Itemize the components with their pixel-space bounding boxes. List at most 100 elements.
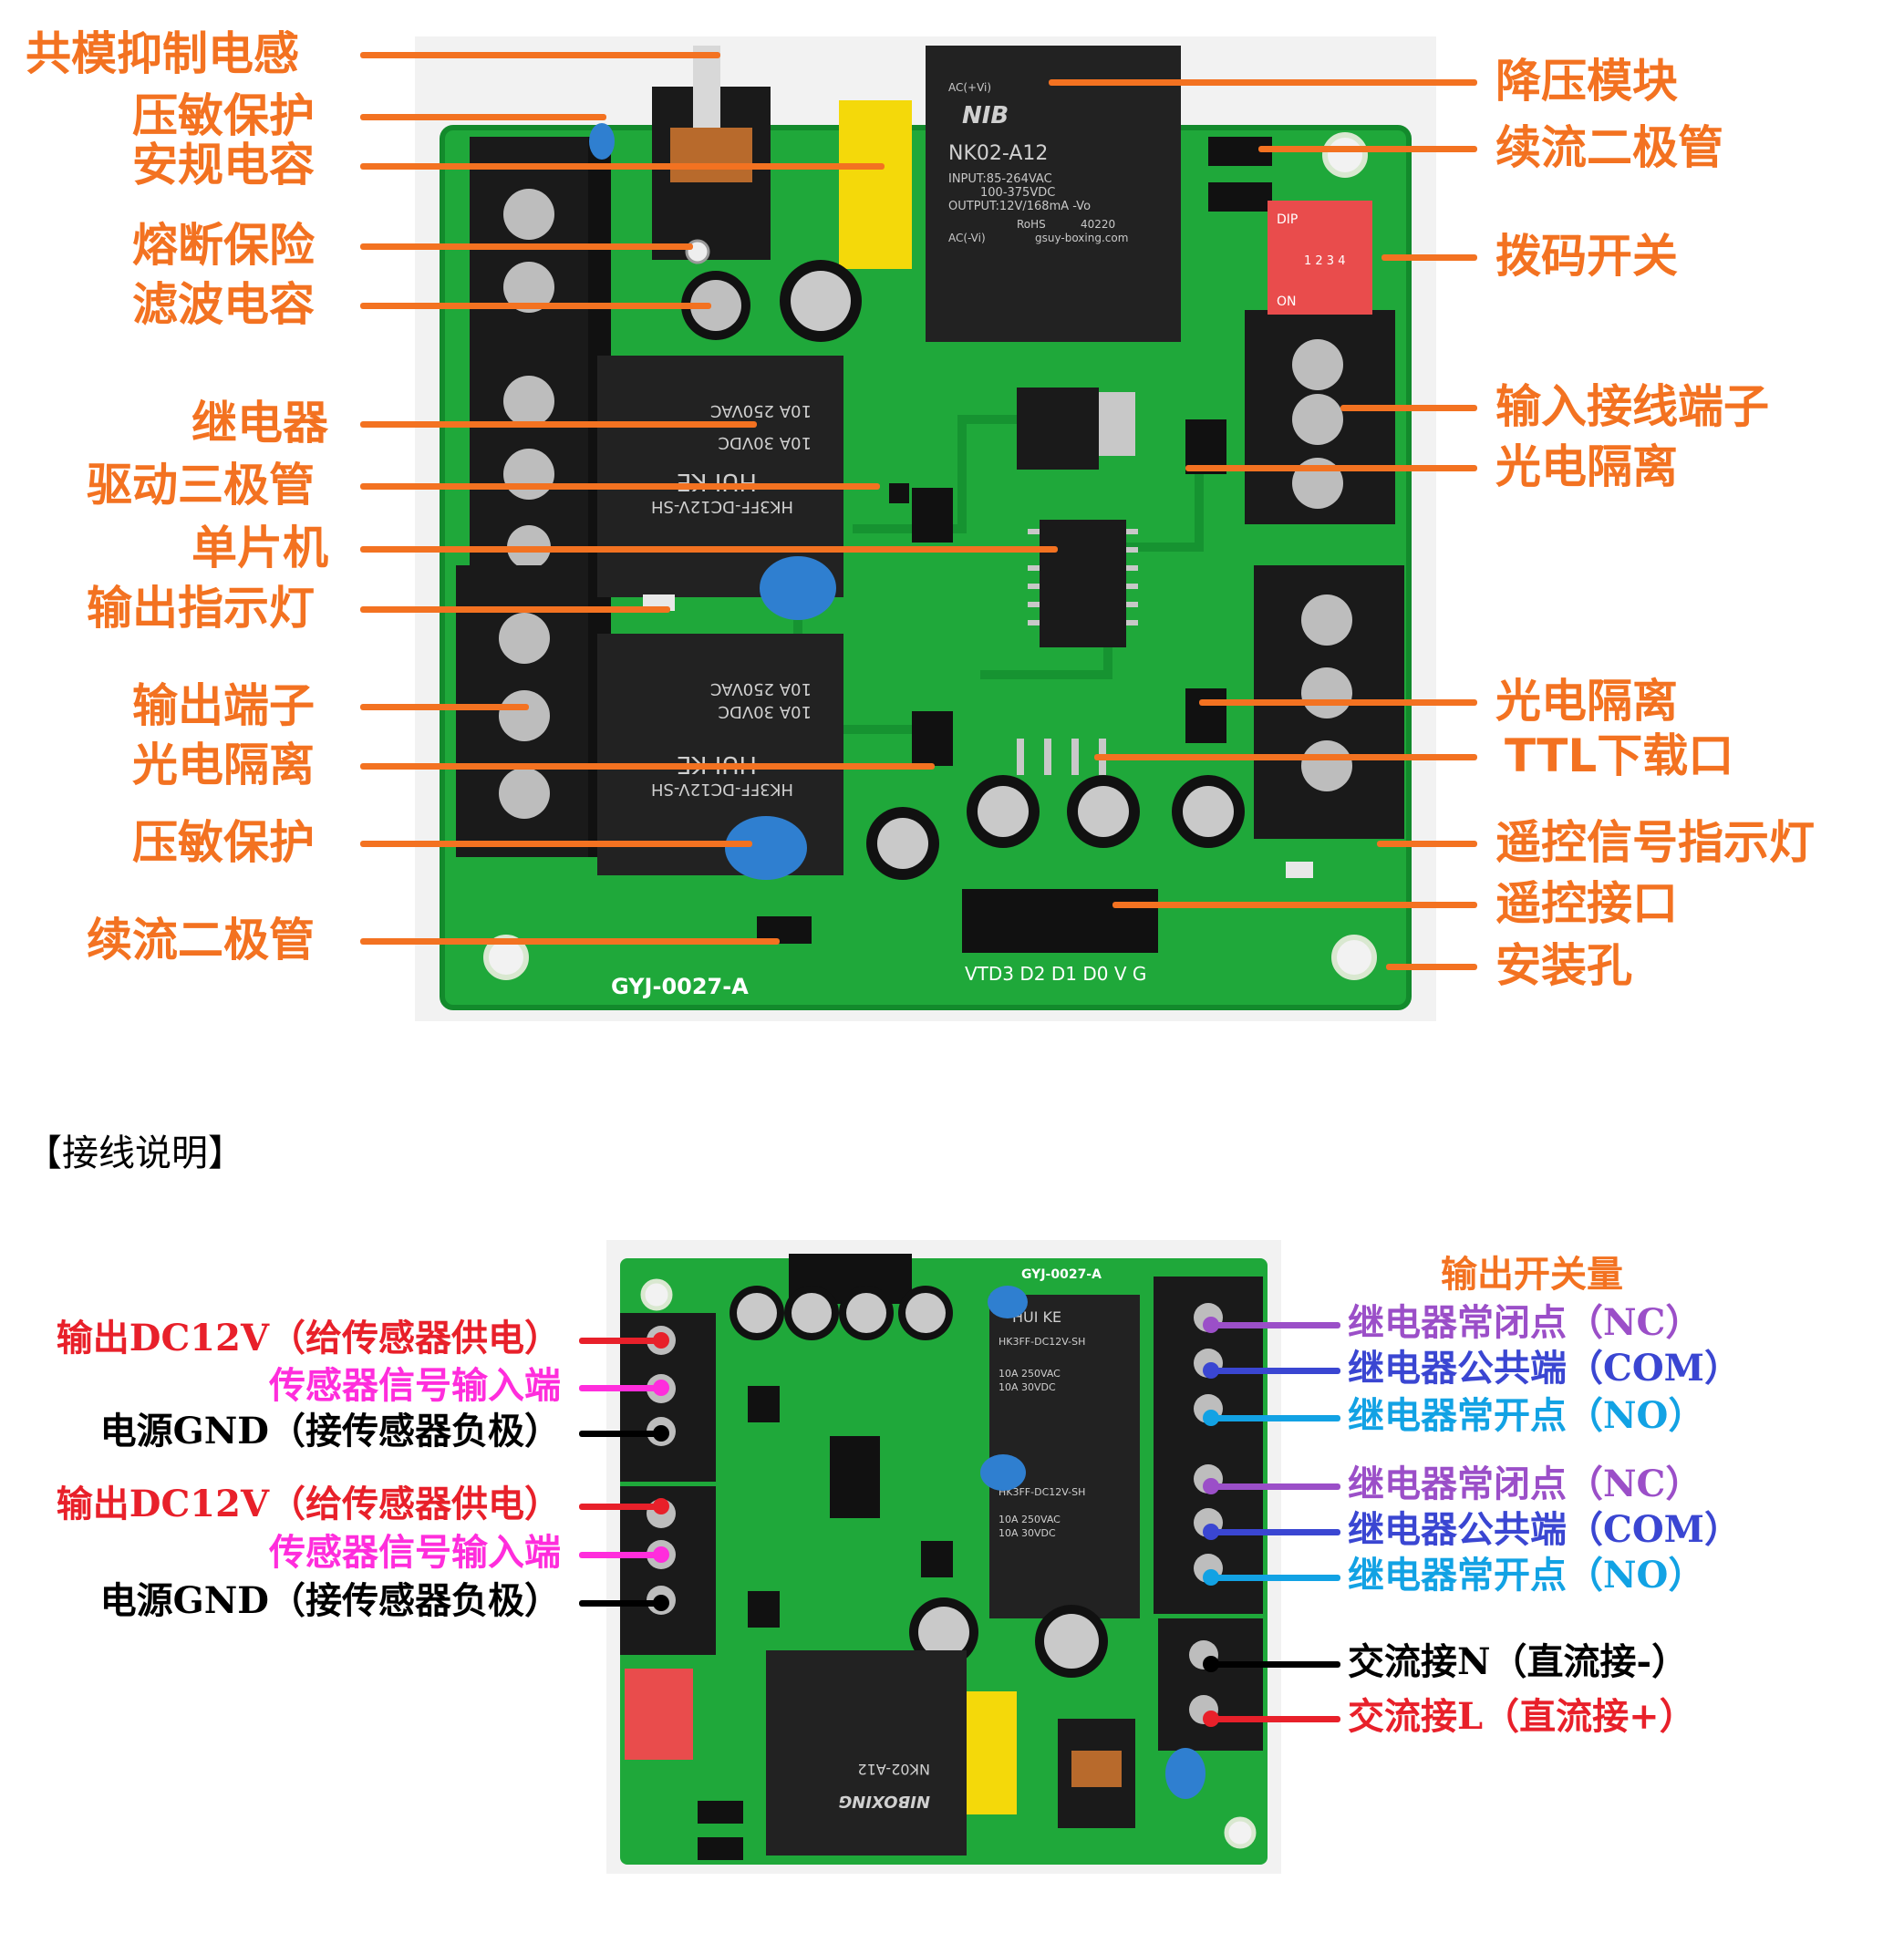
callout-line-right-4 [1185, 465, 1477, 471]
relay-2 [989, 1463, 1140, 1618]
callout-line-right-1 [1258, 146, 1477, 152]
callout-line-right-5 [1199, 699, 1477, 706]
varistor [1165, 1748, 1206, 1799]
varistor [980, 1454, 1026, 1491]
mount-hole [640, 1278, 673, 1311]
callout-label-right-5: 光电隔离 [1495, 675, 1678, 728]
callout-line-left-11 [360, 841, 752, 847]
mount-hole [483, 935, 529, 980]
callout-line-left-0 [360, 52, 720, 58]
callout-line-right-9 [1386, 964, 1477, 970]
callout-line-left-9 [360, 704, 529, 710]
relay-label-1: 继电器公共端（COM） [1348, 1347, 1741, 1390]
module-brand-2: NIBOXING [838, 1792, 930, 1811]
callout-label-right-0: 降压模块 [1495, 55, 1678, 108]
optocoupler [748, 1386, 780, 1422]
relay-label-3: 继电器常闭点（NC） [1348, 1463, 1702, 1505]
callout-label-left-9: 输出端子 [132, 679, 315, 732]
callout-line-left-8 [360, 606, 670, 613]
pcb-name-2: GYJ-0027-A [1021, 1267, 1102, 1282]
callout-line-left-5 [360, 421, 757, 428]
relay-label-7: 交流接L（直流接+） [1348, 1695, 1696, 1738]
flyback-diode [698, 1801, 743, 1824]
callout-label-left-5: 继电器 [191, 397, 328, 450]
pcb-name: GYJ-0027-A [611, 974, 749, 999]
callout-label-left-4: 滤波电容 [132, 278, 315, 331]
optocoupler [912, 711, 953, 766]
sensor-line-3 [579, 1504, 661, 1510]
dip-label: DIP [1277, 212, 1298, 227]
relay-label-4: 继电器公共端（COM） [1348, 1508, 1741, 1551]
mcu-chip [1040, 520, 1126, 647]
dip-nums: 1 2 3 4 [1304, 254, 1345, 268]
safety-capacitor [967, 1691, 1017, 1814]
remote-connector [962, 889, 1158, 953]
sensor-dot-2 [653, 1425, 669, 1442]
callout-line-left-12 [360, 938, 780, 945]
flyback-diode [698, 1837, 743, 1860]
dip-switch [1268, 201, 1372, 315]
wiring-section-title: 【接线说明】 [26, 1132, 244, 1174]
callout-label-left-6: 驱动三极管 [87, 459, 315, 512]
module-output: OUTPUT:12V/168mA -Vo [948, 200, 1091, 213]
sensor-dot-4 [653, 1546, 669, 1563]
callout-label-right-4: 光电隔离 [1495, 440, 1678, 493]
dip-switch [625, 1669, 693, 1760]
relay-line-1 [1211, 1368, 1340, 1374]
relay-line-6 [1211, 1661, 1340, 1668]
callout-line-left-6 [360, 483, 880, 490]
sensor-line-2 [579, 1431, 661, 1437]
relay2-model: HK3FF-DC12V-SH [651, 780, 793, 799]
sensor-label-3: 输出DC12V（给传感器供电） [56, 1483, 561, 1525]
callout-label-left-3: 熔断保险 [132, 219, 315, 272]
module-pin2: AC(-Vi) [948, 232, 986, 244]
relay-line-4 [1211, 1529, 1340, 1535]
callout-line-right-6 [1094, 754, 1477, 760]
callout-line-right-0 [1049, 79, 1477, 86]
callout-label-right-9: 安装孔 [1495, 939, 1632, 992]
relay-line-7 [1211, 1716, 1340, 1722]
callout-line-left-1 [360, 114, 606, 120]
output-switch-label: 输出开关量 [1441, 1253, 1623, 1296]
callout-label-right-1: 续流二极管 [1495, 121, 1723, 174]
power-input-terminal [1158, 1618, 1263, 1751]
callout-label-left-7: 单片机 [191, 522, 328, 574]
callout-line-left-10 [360, 763, 935, 770]
callout-label-right-3: 输入接线端子 [1495, 380, 1769, 433]
callout-label-left-1: 压敏保护 [132, 89, 315, 142]
driver-transistor [889, 483, 909, 503]
power-module [766, 1650, 967, 1855]
relay-label-2: 继电器常开点（NO） [1348, 1394, 1705, 1437]
pcb-photo-top: AC(+Vi) NIB NK02-A12 INPUT:85-264VAC 100… [415, 36, 1436, 1021]
callout-line-right-2 [1381, 254, 1477, 261]
module-rohs: RoHS [1017, 218, 1046, 231]
optocoupler [748, 1591, 780, 1628]
module-brand: NIB [962, 102, 1009, 129]
callout-line-left-2 [360, 163, 885, 170]
callout-label-left-2: 安规电容 [132, 139, 315, 191]
sensor-label-1: 传感器信号输入端 [269, 1364, 561, 1407]
remote-led [1286, 862, 1313, 878]
voltage-regulator [1017, 388, 1099, 470]
relay-rating1-1: 10A 250VAC [999, 1368, 1061, 1380]
relay-label-5: 继电器常开点（NO） [1348, 1554, 1705, 1597]
sensor-dot-1 [653, 1380, 669, 1396]
module-input: INPUT:85-264VAC [948, 172, 1052, 186]
relay-rating2-1: 10A 30VDC [999, 1381, 1056, 1393]
relay1-rating1: 10A 250VAC [710, 401, 812, 420]
callout-line-left-4 [360, 303, 711, 309]
optocoupler [912, 488, 953, 543]
relay2-rating1: 10A 250VAC [710, 679, 812, 698]
optocoupler [921, 1541, 953, 1577]
relay-rating2-2: 10A 30VDC [999, 1527, 1056, 1539]
sensor-label-2: 电源GND（接传感器负极） [99, 1410, 561, 1452]
sensor-line-1 [579, 1385, 661, 1391]
callout-line-right-8 [1112, 902, 1477, 908]
mount-hole [1224, 1816, 1257, 1849]
sensor-label-4: 传感器信号输入端 [269, 1531, 561, 1574]
module-model: NK02-A12 [948, 142, 1048, 165]
relay-line-3 [1211, 1483, 1340, 1490]
callout-label-left-12: 续流二极管 [87, 914, 315, 966]
callout-label-left-11: 压敏保护 [132, 816, 315, 869]
callout-label-left-8: 输出指示灯 [87, 582, 315, 635]
